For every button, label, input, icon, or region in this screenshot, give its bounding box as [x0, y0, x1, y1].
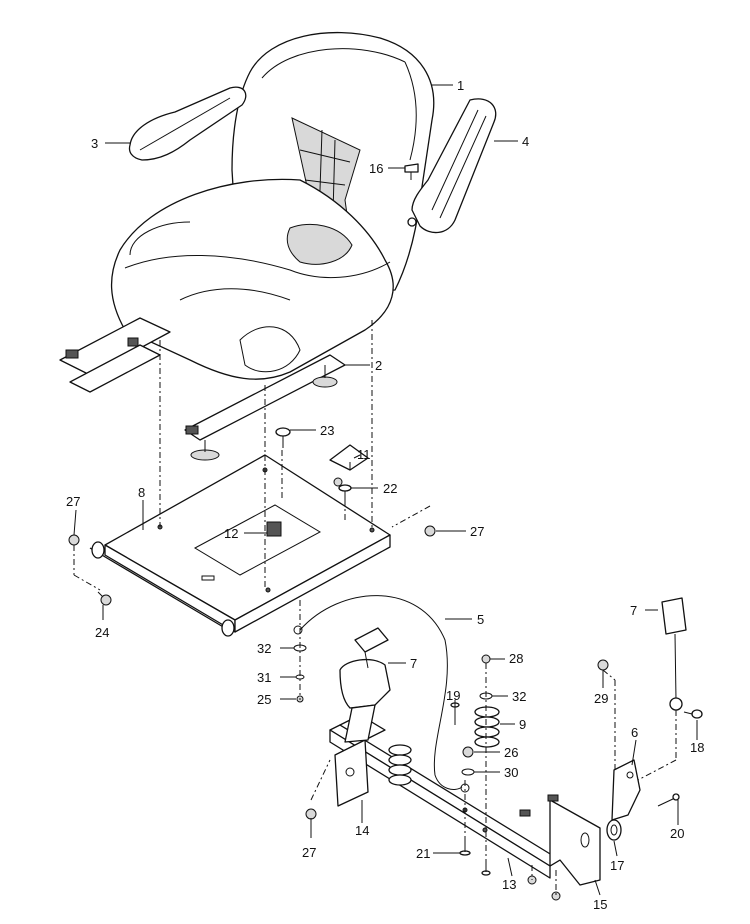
bolt-19 [450, 702, 460, 725]
callout-22: 22 [383, 481, 397, 496]
seat-rails [59, 317, 346, 461]
alignment-lines [73, 320, 677, 896]
leader-lines [73, 84, 698, 896]
bolt-21 [459, 836, 471, 856]
knob-16 [404, 163, 419, 180]
callout-27-right: 27 [470, 524, 484, 539]
bolt-22 [338, 484, 352, 500]
nut-27-lower [305, 808, 317, 820]
spring-9 [474, 706, 500, 748]
left-armrest [128, 86, 247, 161]
callout-26: 26 [504, 745, 518, 760]
callout-15: 15 [593, 897, 607, 912]
callout-17: 17 [610, 858, 624, 873]
callout-12: 12 [224, 526, 238, 541]
callout-18: 18 [690, 740, 704, 755]
callout-32-left: 32 [257, 641, 271, 656]
callout-20: 20 [670, 826, 684, 841]
callout-29: 29 [594, 691, 608, 706]
callout-24: 24 [95, 625, 109, 640]
right-armrest [407, 98, 497, 234]
callout-19: 19 [446, 688, 460, 703]
callout-30: 30 [504, 765, 518, 780]
callout-9: 9 [519, 717, 526, 732]
callout-1: 1 [457, 78, 464, 93]
callout-13: 13 [502, 877, 516, 892]
callout-32-right: 32 [512, 689, 526, 704]
callout-27-left: 27 [66, 494, 80, 509]
nut-26 [462, 746, 474, 758]
callout-3: 3 [91, 136, 98, 151]
seat-switch-7 [339, 627, 391, 743]
seat-switch-7-right [661, 597, 687, 711]
callout-7-right: 7 [630, 603, 637, 618]
nut-27-right [424, 525, 436, 537]
nut-27-left [68, 534, 80, 546]
callout-8: 8 [138, 485, 145, 500]
callout-5: 5 [477, 612, 484, 627]
bolt-18 [683, 709, 703, 719]
bolt-bottom [481, 860, 491, 876]
callout-16: 16 [369, 161, 383, 176]
callout-6: 6 [631, 725, 638, 740]
seat-cushion [110, 178, 394, 380]
bracket-11 [329, 444, 369, 471]
callout-labels: 1 2 3 4 5 6 7 7 8 9 11 12 13 14 15 16 17… [66, 78, 704, 912]
callout-31: 31 [257, 670, 271, 685]
nut-29 [597, 659, 609, 671]
callout-27-lower: 27 [302, 845, 316, 860]
nut-under-11 [333, 477, 343, 487]
nut-bottom-b [551, 891, 561, 901]
callout-11: 11 [357, 447, 371, 462]
seat-mount-plate [89, 454, 391, 637]
callout-7-left: 7 [410, 656, 417, 671]
callout-2: 2 [375, 358, 382, 373]
bracket-6 [611, 759, 641, 821]
bolt-20 [657, 793, 680, 807]
bolt-23 [275, 427, 291, 448]
callout-4: 4 [522, 134, 529, 149]
washer-30 [461, 768, 475, 776]
release-cable [299, 595, 463, 790]
callout-14: 14 [355, 823, 369, 838]
spring-coil-left [388, 744, 412, 786]
bolt-24 [97, 591, 112, 606]
bushing-17 [606, 819, 622, 841]
callout-21: 21 [416, 846, 430, 861]
callout-28: 28 [509, 651, 523, 666]
callout-23: 23 [320, 423, 334, 438]
callout-25: 25 [257, 692, 271, 707]
nut-28 [481, 654, 491, 664]
